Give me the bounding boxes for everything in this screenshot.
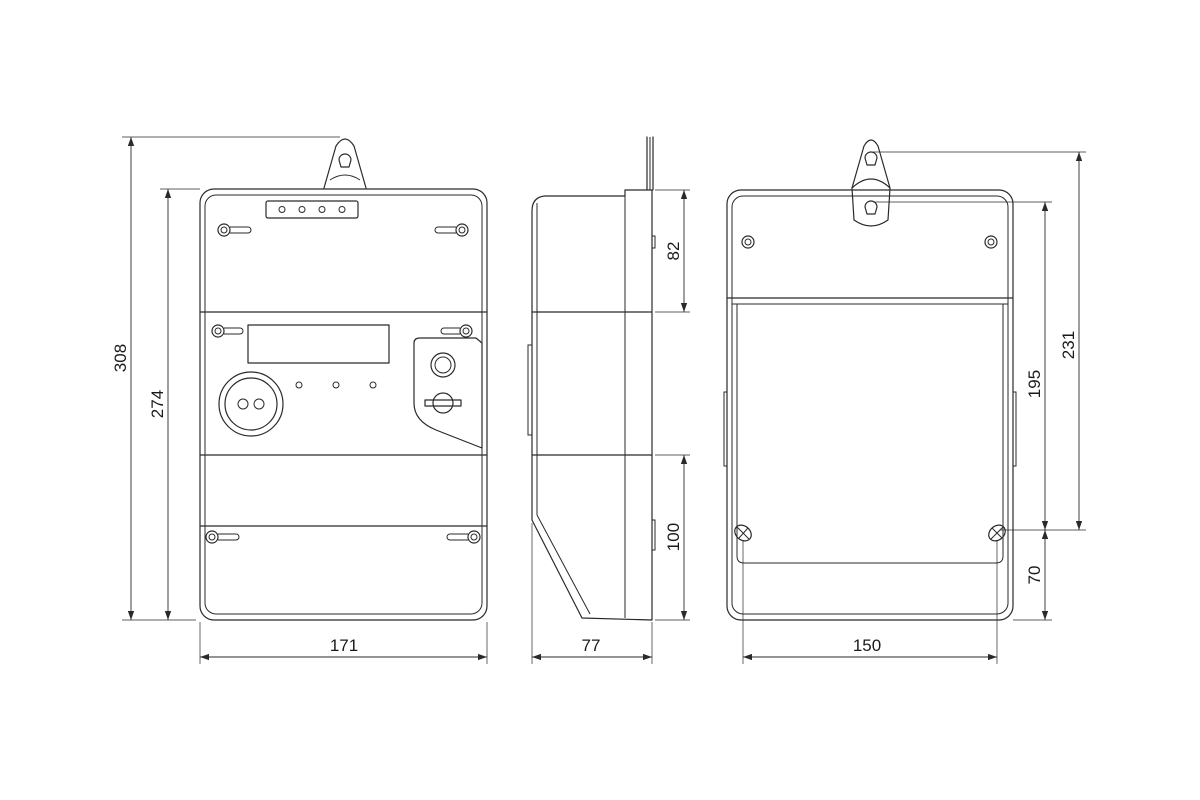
seal-screw [424,392,462,414]
led-indicators [278,206,346,213]
dim-side-lower-height: 100 [664,523,683,551]
dim-back-width: 150 [853,636,881,655]
optical-port [218,371,284,437]
top-screws [217,223,469,237]
dim-front-body-height: 274 [148,390,167,418]
front-view: 308 274 171 [111,136,488,664]
side-view: 77 82 100 [527,136,690,664]
dim-back-lower-offset: 70 [1025,566,1044,585]
dim-back-total-mount-height: 231 [1059,331,1078,359]
back-view: 150 231 195 70 [723,139,1086,664]
dim-front-total-height: 308 [111,344,130,372]
dim-side-upper-height: 82 [664,242,683,261]
dim-side-depth: 77 [582,636,601,655]
lcd-display [247,324,390,364]
back-screws [734,524,1006,542]
dim-back-mount-spacing: 195 [1025,370,1044,398]
dim-front-width: 171 [330,636,358,655]
button[interactable] [430,352,456,378]
